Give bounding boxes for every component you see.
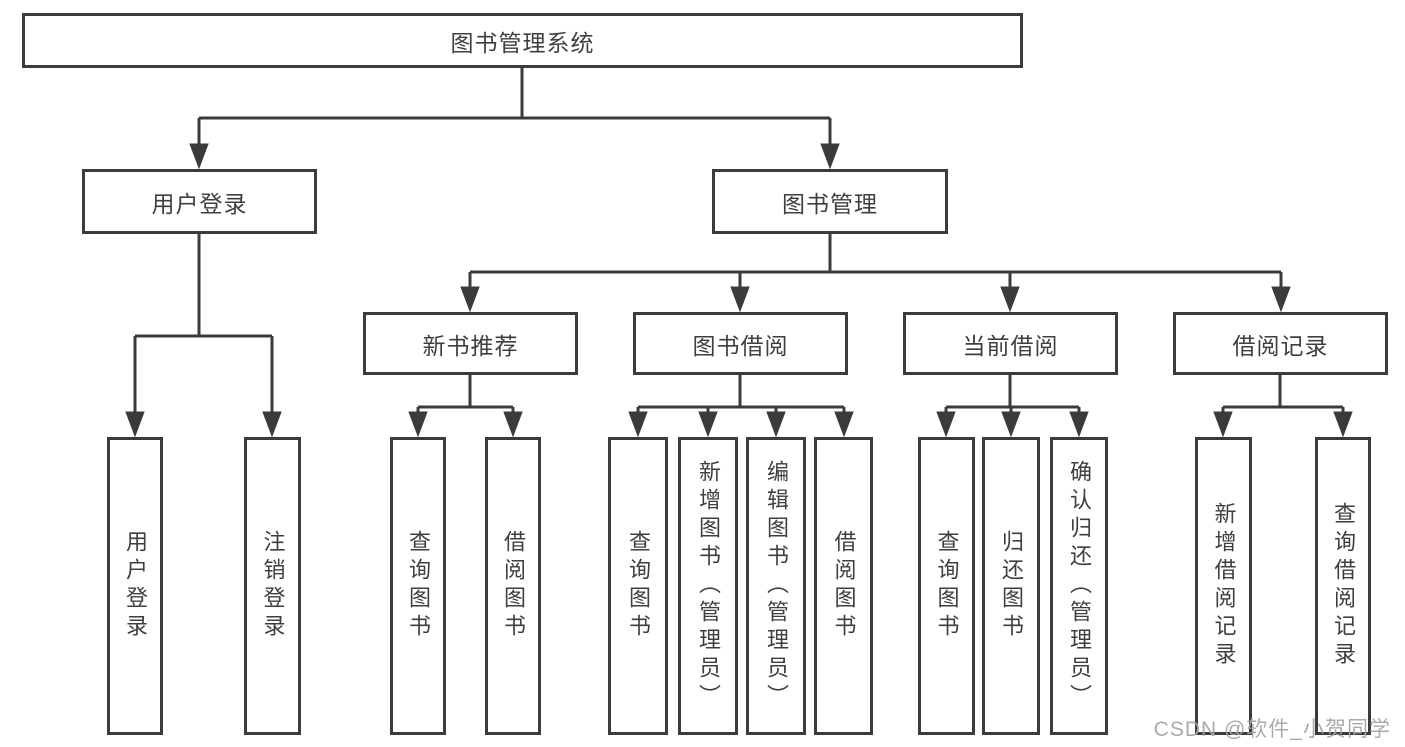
- leaf-borrow-books: 借阅图书: [814, 437, 873, 735]
- node-user-login: 用户登录: [82, 169, 317, 234]
- leaf-query-borrow-record: 查询借阅记录: [1315, 437, 1371, 735]
- leaf-add-borrow-record: 新增借阅记录: [1195, 437, 1252, 735]
- node-label: 注销登录: [260, 530, 286, 642]
- leaf-user-login: 用户登录: [107, 437, 163, 735]
- leaf-edit-book-admin: 编辑图书（管理员）: [746, 437, 806, 735]
- node-library-management-system: 图书管理系统: [22, 13, 1023, 68]
- node-label: 查询图书: [934, 530, 960, 642]
- leaf-return-book: 归还图书: [982, 437, 1040, 735]
- node-label: 新增图书（管理员）: [696, 460, 721, 712]
- node-new-book-recommend: 新书推荐: [363, 312, 578, 375]
- node-label: 借阅图书: [831, 530, 857, 642]
- node-label: 图书管理: [782, 190, 878, 217]
- node-label: 新书推荐: [422, 332, 519, 359]
- leaf-query-books-borrow: 查询图书: [608, 437, 668, 735]
- node-label: 归还图书: [999, 530, 1024, 642]
- leaf-query-books-recommend: 查询图书: [390, 437, 446, 735]
- leaf-query-books-current: 查询图书: [918, 437, 975, 735]
- leaf-logout: 注销登录: [244, 437, 301, 735]
- node-label: 借阅记录: [1232, 332, 1329, 359]
- node-label: 查询图书: [626, 530, 651, 642]
- node-label: 当前借阅: [962, 332, 1059, 359]
- leaf-confirm-return-admin: 确认归还（管理员）: [1050, 437, 1108, 735]
- node-label: 图书借阅: [692, 332, 789, 359]
- node-label: 图书管理系统: [450, 29, 595, 56]
- node-label: 确认归还（管理员）: [1067, 460, 1092, 712]
- node-label: 新增借阅记录: [1211, 502, 1237, 670]
- leaf-add-book-admin: 新增图书（管理员）: [678, 437, 738, 735]
- leaf-borrow-books-recommend: 借阅图书: [485, 437, 541, 735]
- node-label: 编辑图书（管理员）: [764, 460, 789, 712]
- node-label: 借阅图书: [501, 530, 526, 642]
- node-book-borrow: 图书借阅: [633, 312, 848, 375]
- node-label: 用户登录: [123, 530, 148, 642]
- node-label: 查询图书: [406, 530, 431, 642]
- node-label: 用户登录: [151, 190, 248, 217]
- node-current-borrow: 当前借阅: [903, 312, 1118, 375]
- csdn-watermark: CSDN @软件_小贺同学: [1153, 718, 1391, 741]
- node-label: 查询借阅记录: [1331, 502, 1356, 670]
- node-borrow-records: 借阅记录: [1173, 312, 1388, 375]
- node-book-management: 图书管理: [712, 169, 948, 234]
